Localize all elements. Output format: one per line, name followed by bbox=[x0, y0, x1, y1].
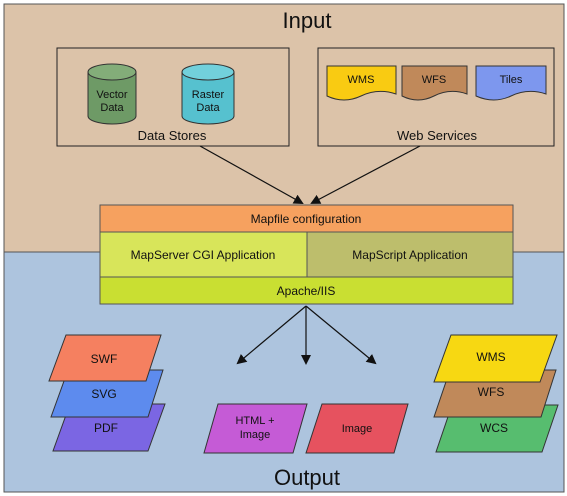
input-wfs-label: WFS bbox=[422, 74, 446, 86]
arrow-to-image bbox=[305, 305, 377, 365]
raster-data-label-1: Raster bbox=[192, 89, 225, 101]
web-services-label: Web Services bbox=[397, 128, 477, 143]
output-image: Image bbox=[305, 403, 409, 454]
vector-data-cylinder: Vector Data bbox=[87, 63, 137, 125]
output-wms-label: WMS bbox=[476, 350, 505, 364]
data-stores-box bbox=[56, 47, 290, 147]
input-wfs-document: WFS bbox=[401, 65, 468, 101]
output-svg-layer: SVG bbox=[50, 369, 164, 418]
mapscript-label: MapScript Application bbox=[352, 248, 467, 262]
raster-data-label-2: Data bbox=[196, 102, 220, 114]
input-tiles-document: Tiles bbox=[475, 65, 547, 101]
input-wms-document: WMS bbox=[326, 65, 397, 101]
output-wms-layer: WMS bbox=[433, 334, 558, 383]
mapscript-box bbox=[306, 231, 514, 278]
output-title: Output bbox=[274, 465, 340, 490]
input-title: Input bbox=[283, 8, 332, 33]
vector-data-label-1: Vector bbox=[96, 89, 128, 101]
output-wfs-label: WFS bbox=[478, 385, 505, 399]
output-swf-label: SWF bbox=[91, 352, 118, 366]
apache-iis-label: Apache/IIS bbox=[277, 284, 336, 298]
mapfile-configuration-bar bbox=[99, 204, 514, 233]
output-wcs-label: WCS bbox=[480, 421, 508, 435]
input-wms-label: WMS bbox=[348, 74, 375, 86]
apache-iis-bar bbox=[99, 276, 514, 305]
mapserver-cgi-label: MapServer CGI Application bbox=[131, 248, 276, 262]
output-swf-layer: SWF bbox=[48, 334, 162, 382]
mapserver-cgi-box bbox=[99, 231, 308, 278]
vector-data-label-2: Data bbox=[100, 102, 124, 114]
output-html-image-label-2: Image bbox=[240, 429, 271, 441]
arrow-to-html-image bbox=[236, 305, 307, 365]
output-html-image-label-1: HTML + bbox=[235, 415, 274, 427]
input-tiles-label: Tiles bbox=[500, 74, 523, 86]
output-svg-label: SVG bbox=[91, 387, 116, 401]
web-services-box bbox=[317, 47, 555, 147]
arrow-webservices-to-mapfile bbox=[310, 145, 421, 204]
mapfile-configuration-label: Mapfile configuration bbox=[251, 212, 362, 226]
raster-data-cylinder: Raster Data bbox=[181, 63, 235, 125]
arrow-datastores-to-mapfile bbox=[199, 145, 304, 204]
data-stores-label: Data Stores bbox=[138, 128, 207, 143]
output-image-label: Image bbox=[342, 423, 373, 435]
output-pdf-label: PDF bbox=[94, 421, 118, 435]
output-html-image: HTML + Image bbox=[203, 403, 308, 454]
